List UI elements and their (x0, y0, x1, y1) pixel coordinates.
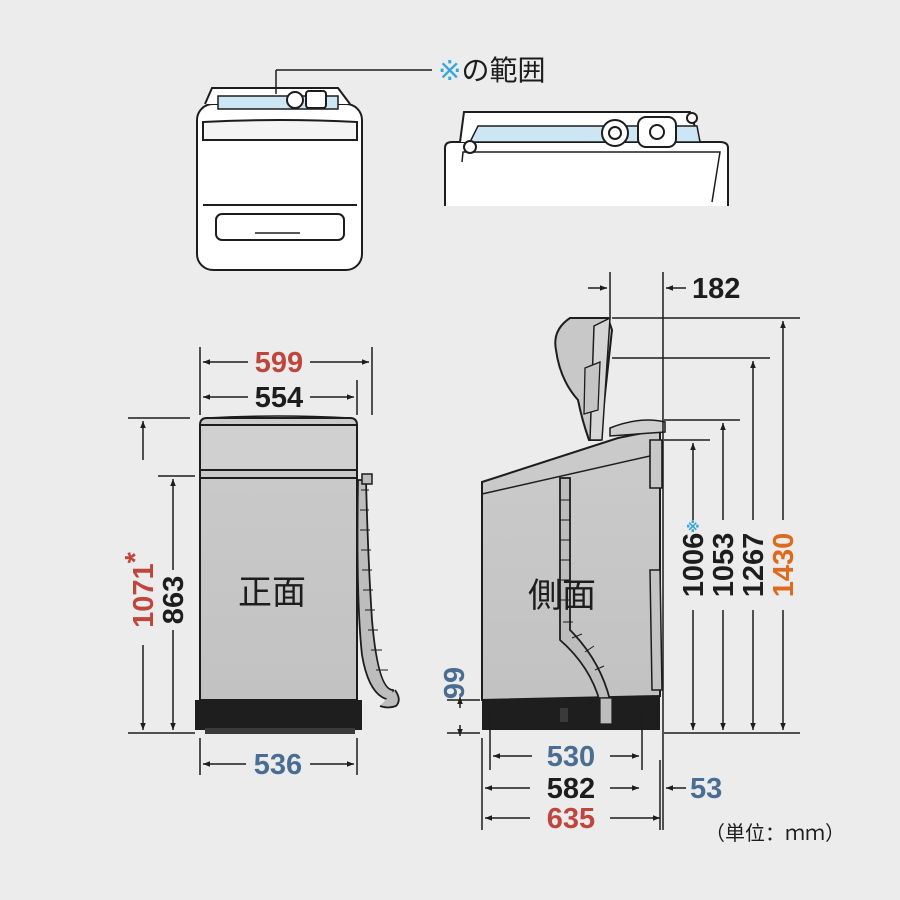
dim-height-max: 1430 (768, 533, 800, 598)
legend-label: の範囲 (461, 54, 545, 87)
dim-height-lid-open-value: 1071 (128, 563, 160, 628)
side-view-label: 側面 (528, 576, 596, 616)
dim-height-lid-open-mark: * (120, 551, 152, 563)
top-view-detail (444, 111, 729, 206)
side-machine (481, 316, 666, 730)
dim-height-hose: 1006 (678, 533, 710, 598)
side-dimension-lines (447, 272, 800, 830)
dim-base-height: 99 (439, 667, 471, 699)
dim-height-hose-value: 1006 (678, 533, 710, 598)
front-machine (195, 415, 400, 734)
dim-width-base: 536 (254, 749, 302, 781)
dim-lid-offset: 182 (692, 273, 740, 305)
dim-height-lid-open: 1071* (120, 551, 160, 628)
front-dimension-lines (128, 347, 373, 775)
dim-width-body: 554 (255, 382, 303, 414)
legend-text: ※の範囲 (438, 54, 545, 87)
dim-depth-overall: 635 (547, 803, 595, 835)
dim-width-overall: 599 (255, 347, 303, 379)
dim-depth-body: 582 (547, 773, 595, 805)
dim-height-hose-mark: ※ (686, 520, 700, 536)
unit-label: （単位：ｍｍ） (705, 821, 845, 845)
front-view-label: 正面 (238, 573, 306, 613)
legend-mark: ※ (438, 54, 461, 87)
dim-height-lid: 1267 (738, 533, 770, 598)
dim-depth-base: 530 (547, 741, 595, 773)
dim-height-top: 1053 (708, 533, 740, 598)
dim-height-body: 863 (158, 576, 190, 624)
top-view-small (196, 87, 363, 271)
dim-rear-offset: 53 (690, 773, 722, 805)
